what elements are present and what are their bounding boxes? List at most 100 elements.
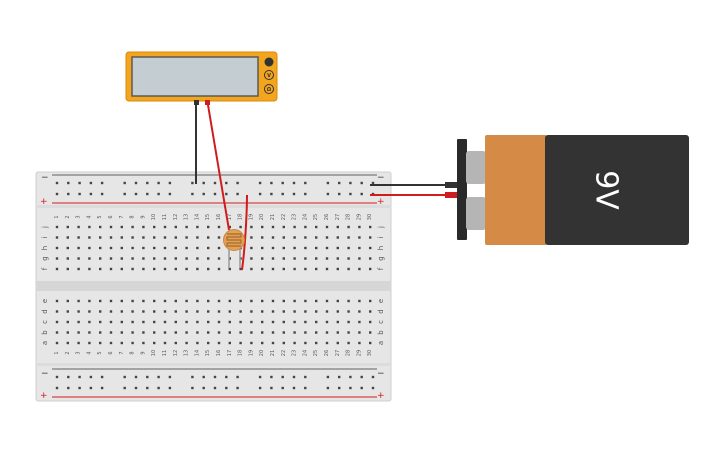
terminal-hole[interactable]	[185, 299, 188, 303]
battery-9v[interactable]: 9V	[445, 135, 689, 245]
terminal-hole[interactable]	[217, 246, 221, 250]
rail-hole-bottom-plus[interactable]	[292, 386, 296, 390]
terminal-hole[interactable]	[250, 257, 253, 260]
rail-hole-bottom-minus[interactable]	[371, 375, 375, 379]
terminal-hole[interactable]	[282, 320, 285, 324]
terminal-hole[interactable]	[239, 299, 242, 303]
terminal-hole[interactable]	[347, 236, 350, 239]
rail-hole-top-plus[interactable]	[67, 192, 70, 196]
terminal-hole[interactable]	[271, 310, 275, 313]
terminal-hole[interactable]	[99, 320, 102, 324]
terminal-hole[interactable]	[109, 310, 113, 313]
terminal-hole[interactable]	[196, 257, 199, 260]
terminal-hole[interactable]	[271, 267, 275, 271]
terminal-hole[interactable]	[261, 267, 264, 271]
rail-hole-top-plus[interactable]	[134, 192, 138, 196]
terminal-hole[interactable]	[239, 331, 242, 334]
terminal-hole[interactable]	[109, 299, 113, 303]
terminal-hole[interactable]	[347, 331, 350, 334]
rail-hole-top-plus[interactable]	[304, 192, 307, 196]
terminal-hole[interactable]	[66, 267, 69, 271]
terminal-hole[interactable]	[239, 341, 242, 345]
terminal-hole[interactable]	[120, 299, 123, 303]
terminal-hole[interactable]	[109, 320, 113, 324]
terminal-hole[interactable]	[369, 225, 372, 229]
terminal-hole[interactable]	[336, 310, 339, 313]
terminal-hole[interactable]	[185, 267, 188, 271]
terminal-hole[interactable]	[196, 320, 199, 324]
terminal-hole[interactable]	[196, 225, 199, 229]
terminal-hole[interactable]	[88, 331, 91, 334]
terminal-hole[interactable]	[217, 267, 221, 271]
terminal-hole[interactable]	[163, 236, 167, 239]
terminal-hole[interactable]	[99, 267, 102, 271]
rail-hole-top-minus[interactable]	[225, 181, 228, 185]
rail-hole-bottom-minus[interactable]	[338, 375, 341, 379]
terminal-hole[interactable]	[185, 310, 188, 313]
rail-hole-bottom-minus[interactable]	[55, 375, 59, 379]
terminal-hole[interactable]	[142, 225, 145, 229]
terminal-hole[interactable]	[347, 310, 350, 313]
terminal-hole[interactable]	[196, 331, 199, 334]
rail-hole-bottom-plus[interactable]	[202, 386, 205, 390]
terminal-hole[interactable]	[358, 267, 361, 271]
terminal-hole[interactable]	[66, 225, 69, 229]
terminal-hole[interactable]	[185, 257, 188, 260]
terminal-hole[interactable]	[282, 341, 285, 345]
terminal-hole[interactable]	[109, 257, 113, 260]
terminal-hole[interactable]	[315, 236, 318, 239]
rail-hole-top-minus[interactable]	[78, 181, 81, 185]
terminal-hole[interactable]	[358, 225, 361, 229]
terminal-hole[interactable]	[304, 310, 307, 313]
terminal-hole[interactable]	[131, 246, 134, 250]
terminal-hole[interactable]	[88, 341, 91, 345]
rail-hole-top-plus[interactable]	[360, 192, 363, 196]
rail-hole-bottom-plus[interactable]	[55, 386, 59, 390]
terminal-hole[interactable]	[315, 299, 318, 303]
rail-hole-top-minus[interactable]	[55, 181, 59, 185]
terminal-hole[interactable]	[185, 331, 188, 334]
terminal-hole[interactable]	[293, 299, 296, 303]
rail-hole-bottom-plus[interactable]	[78, 386, 81, 390]
terminal-hole[interactable]	[66, 331, 69, 334]
terminal-hole[interactable]	[163, 299, 167, 303]
rail-hole-bottom-plus[interactable]	[326, 386, 330, 390]
rail-hole-top-minus[interactable]	[89, 181, 93, 185]
terminal-hole[interactable]	[142, 341, 145, 345]
terminal-hole[interactable]	[109, 331, 113, 334]
terminal-hole[interactable]	[120, 257, 123, 260]
terminal-hole[interactable]	[153, 320, 156, 324]
terminal-hole[interactable]	[174, 310, 177, 313]
terminal-hole[interactable]	[293, 341, 296, 345]
rail-hole-top-plus[interactable]	[270, 192, 273, 196]
terminal-hole[interactable]	[358, 299, 361, 303]
terminal-hole[interactable]	[207, 236, 210, 239]
rail-hole-top-minus[interactable]	[202, 181, 205, 185]
terminal-hole[interactable]	[347, 267, 350, 271]
terminal-hole[interactable]	[109, 225, 113, 229]
terminal-hole[interactable]	[239, 320, 242, 324]
terminal-hole[interactable]	[228, 225, 231, 229]
terminal-hole[interactable]	[261, 310, 264, 313]
terminal-hole[interactable]	[250, 236, 253, 239]
terminal-hole[interactable]	[99, 331, 102, 334]
terminal-hole[interactable]	[174, 341, 177, 345]
terminal-hole[interactable]	[315, 310, 318, 313]
terminal-hole[interactable]	[163, 320, 167, 324]
terminal-hole[interactable]	[325, 320, 329, 324]
rail-hole-top-plus[interactable]	[78, 192, 81, 196]
terminal-hole[interactable]	[250, 225, 253, 229]
terminal-hole[interactable]	[153, 331, 156, 334]
terminal-hole[interactable]	[282, 236, 285, 239]
terminal-hole[interactable]	[77, 267, 80, 271]
terminal-hole[interactable]	[131, 225, 134, 229]
terminal-hole[interactable]	[142, 299, 145, 303]
terminal-hole[interactable]	[336, 236, 339, 239]
terminal-hole[interactable]	[88, 267, 91, 271]
terminal-hole[interactable]	[142, 246, 145, 250]
terminal-hole[interactable]	[99, 310, 102, 313]
terminal-hole[interactable]	[325, 225, 329, 229]
terminal-hole[interactable]	[66, 320, 69, 324]
rail-hole-top-plus[interactable]	[338, 192, 341, 196]
terminal-hole[interactable]	[217, 341, 221, 345]
